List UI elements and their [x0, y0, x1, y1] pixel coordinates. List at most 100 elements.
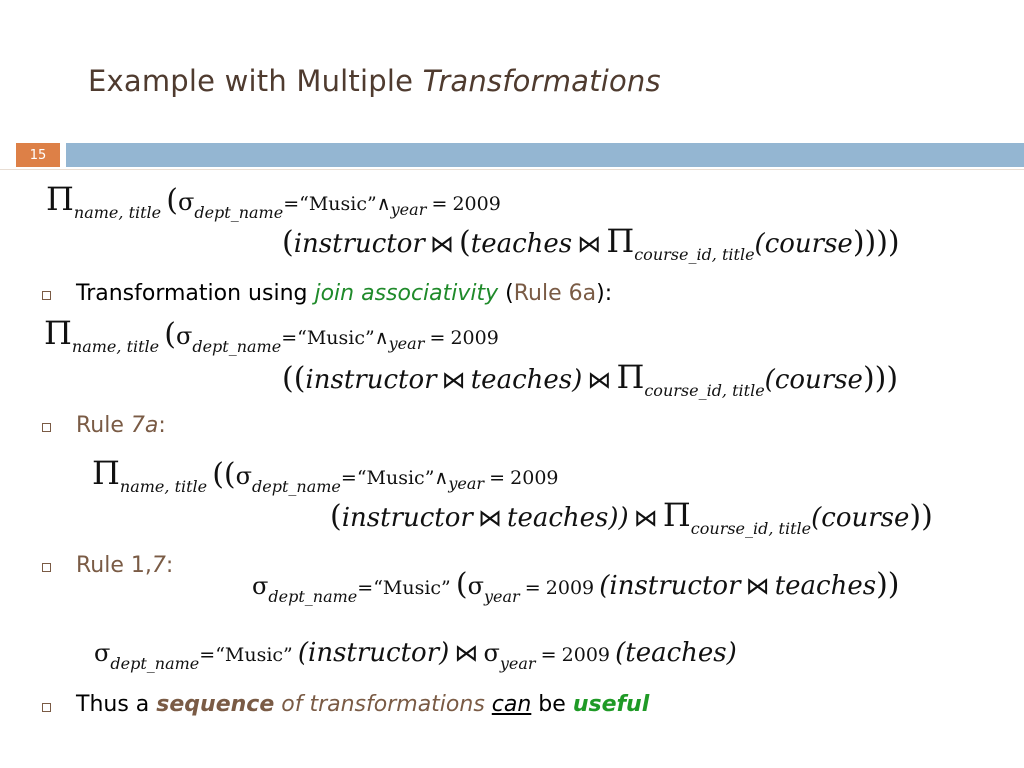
equals-2: = [429, 327, 446, 349]
expression-3-line-2: (instructor ⋈ teaches)) ⋈ Πcourse_id, ti… [330, 496, 933, 538]
equals: = [340, 467, 357, 489]
teaches-rel: teaches [774, 571, 877, 601]
pi-symbol-2: Π [662, 496, 691, 534]
year-value: 2009 [561, 644, 611, 666]
slide-title-plain: Example with Multiple [88, 64, 423, 98]
close-parens: )) [909, 499, 933, 534]
expression-5: σdept_name=“Music” (instructor) ⋈ σyear … [94, 638, 737, 673]
course-rel: (course [754, 229, 853, 259]
and-symbol: ∧ [374, 327, 389, 349]
sigma-subscript: dept_name [194, 203, 284, 222]
teaches-rel: (teaches) [615, 638, 737, 668]
header-band: 15 [0, 143, 1024, 170]
music-string: “Music” [356, 467, 435, 489]
bullet-3-pre: Rule 1, [76, 553, 152, 578]
slide-title: Example with Multiple Transformations [88, 64, 661, 98]
pi-subscript: name, title [73, 203, 162, 222]
open-paren-2: ( [459, 225, 471, 260]
bullet-3-rule: 7 [151, 553, 166, 578]
pi-subscript-2: course_id, title [634, 245, 755, 264]
bullet-marker-2 [42, 423, 51, 432]
sigma-subscript: dept_name [110, 654, 200, 673]
bullet-4-w1: Thus a [76, 692, 157, 717]
instructor-rel: (instructor [599, 571, 741, 601]
header-rule [0, 169, 1024, 170]
equals: = [283, 193, 300, 215]
equals-2: = [540, 644, 557, 666]
bullet-4-useful: useful [572, 692, 650, 717]
instructor-rel: instructor [293, 229, 425, 259]
bullet-2-post: : [158, 413, 166, 438]
sigma-symbol-2: σ [467, 572, 484, 600]
music-string: “Music” [373, 577, 451, 599]
bullet-4-sequence: sequence [156, 692, 275, 717]
header-bar [66, 143, 1024, 167]
instructor-rel: instructor [341, 503, 473, 533]
join-symbol-2: ⋈ [633, 504, 658, 532]
sigma-subscript: dept_name [192, 337, 282, 356]
bullet-text-2: Rule 7a: [76, 413, 166, 438]
open-paren: ( [455, 567, 468, 602]
bullet-1-pre: Transformation using [76, 281, 315, 306]
expression-4: σdept_name=“Music” (σyear = 2009 (instru… [252, 567, 900, 606]
bullet-marker-3 [42, 563, 51, 572]
year-attr: year [483, 587, 520, 606]
course-rel: (course [764, 365, 863, 395]
year-value: 2009 [450, 327, 499, 349]
bullet-3-post: : [165, 553, 174, 578]
bullet-1-mid: ( [498, 281, 514, 306]
instructor-rel: instructor [305, 365, 437, 395]
close-parens: )))) [852, 225, 900, 260]
bullet-marker-4 [42, 703, 51, 712]
equals: = [199, 644, 216, 666]
instructor-rel: (instructor) [297, 638, 450, 668]
equals-2: = [489, 467, 506, 489]
close-parens: ))) [862, 361, 899, 396]
pi-subscript-2: course_id, title [644, 381, 765, 400]
bullet-1-post: ): [596, 281, 613, 306]
equals: = [357, 577, 374, 599]
expression-2-line-2: ((instructor ⋈ teaches) ⋈ Πcourse_id, ti… [282, 358, 899, 400]
year-value: 2009 [510, 467, 559, 489]
expression-3-line-1: Πname, title ((σdept_name=“Music”∧year =… [92, 454, 559, 496]
open-paren: ( [166, 183, 178, 218]
and-symbol: ∧ [376, 193, 391, 215]
close-parens: )) [876, 567, 900, 602]
equals: = [281, 327, 298, 349]
open-parens: (( [212, 457, 236, 492]
pi-symbol: Π [46, 180, 74, 218]
join-symbol: ⋈ [429, 230, 454, 258]
bullet-text-3: Rule 1,7: [76, 553, 173, 578]
equals-2: = [431, 193, 448, 215]
sigma-symbol-2: σ [483, 639, 500, 667]
sigma-subscript: dept_name [268, 587, 358, 606]
sigma-subscript: dept_name [252, 477, 341, 496]
join-symbol: ⋈ [477, 504, 502, 532]
open-parens: (( [282, 361, 306, 396]
bullet-4-w7: be [531, 692, 573, 717]
course-rel: (course [811, 503, 910, 533]
year-attr: year [499, 654, 536, 673]
bullet-4-can: can [491, 692, 532, 717]
open-paren: ( [164, 317, 176, 352]
bullet-marker-1 [42, 291, 51, 300]
join-symbol: ⋈ [454, 639, 479, 667]
expression-1-line-2: (instructor ⋈ (teaches ⋈ Πcourse_id, tit… [282, 222, 900, 264]
bullet-text-4: Thus a sequence of transformations can b… [76, 692, 649, 717]
bullet-text-1: Transformation using join associativity … [76, 281, 612, 306]
music-string: “Music” [297, 327, 375, 349]
and-symbol: ∧ [434, 467, 449, 489]
sigma-symbol: σ [235, 462, 253, 490]
year-attr: year [388, 334, 425, 353]
year-value: 2009 [452, 193, 501, 215]
bullet-1-green: join associativity [314, 281, 499, 306]
slide-number: 15 [16, 143, 60, 167]
bullet-4-w3: of [274, 692, 310, 717]
equals-2: = [524, 577, 541, 599]
teaches-rel: teaches)) [507, 503, 629, 533]
year-attr: year [448, 474, 485, 493]
open-paren: ( [330, 499, 342, 534]
year-attr: year [390, 200, 427, 219]
bullet-1-rule: Rule 6a [513, 281, 597, 306]
bullet-2-pre: Rule [76, 413, 131, 438]
